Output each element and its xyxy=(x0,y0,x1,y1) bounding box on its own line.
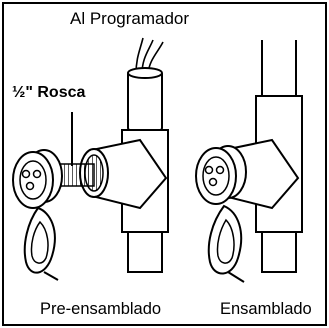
right-lower-pipe xyxy=(261,231,297,273)
left-assembly xyxy=(12,37,169,281)
pre-assembled-caption: Pre-ensamblado xyxy=(40,300,162,318)
right-assembly xyxy=(195,40,303,283)
thread-label: ½" Rosca xyxy=(12,84,86,101)
assembled-caption: Ensamblado xyxy=(220,300,312,318)
upper-pipe xyxy=(127,71,163,131)
upper-pipe-opening xyxy=(127,67,163,79)
right-upper-pipe xyxy=(261,40,297,97)
lower-pipe xyxy=(127,231,163,273)
to-controller-label: Al Programador xyxy=(70,9,190,28)
border xyxy=(2,2,327,326)
